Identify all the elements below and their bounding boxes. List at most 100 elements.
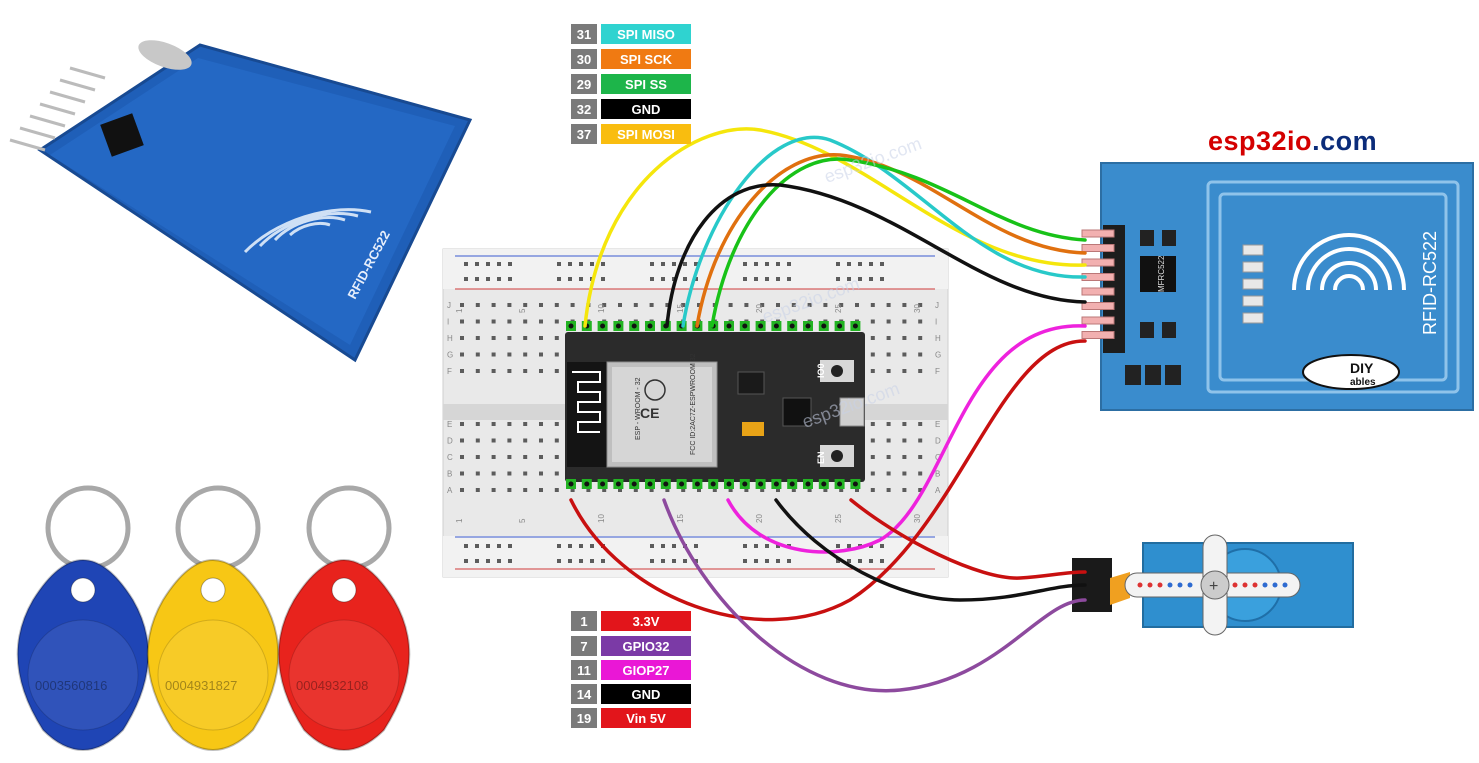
rail-hole	[475, 559, 479, 563]
breadboard-hole	[475, 455, 480, 459]
pin-number: 7	[571, 636, 597, 656]
rail-hole	[672, 559, 676, 563]
rfid-key-fob: 0004931827	[146, 485, 280, 751]
breadboard-hole	[491, 422, 496, 426]
rail-hole	[787, 559, 791, 563]
wire-rfid-3v3	[569, 339, 1087, 622]
wire-servo-vin	[849, 498, 1087, 580]
breadboard-hole	[918, 422, 923, 426]
breadboard-hole	[870, 336, 875, 340]
breadboard-row-letter: J	[935, 301, 939, 310]
rail-hole	[836, 262, 840, 266]
breadboard-hole	[649, 488, 654, 492]
breadboard-column-number: 10	[597, 304, 606, 313]
breadboard-hole	[633, 488, 638, 492]
breadboard-hole	[460, 438, 464, 443]
rail-hole	[694, 262, 698, 266]
breadboard-hole	[870, 488, 875, 492]
breadboard-hole	[475, 369, 480, 373]
breadboard-hole	[618, 488, 622, 492]
pin-label: GPIO32	[601, 636, 691, 656]
rail-hole	[765, 277, 769, 281]
breadboard-hole	[760, 303, 765, 307]
wire-rfid-rst	[726, 324, 1087, 554]
rail-hole	[765, 544, 769, 548]
rail-hole	[836, 544, 840, 548]
breadboard-hole	[475, 319, 480, 324]
rail-hole	[858, 277, 862, 281]
rail-hole	[847, 277, 851, 281]
servo-horn-holes	[1137, 582, 1288, 588]
rail-hole	[579, 559, 583, 563]
breadboard-hole	[870, 438, 875, 443]
esp32-fcc-label: FCC ID:2AC7Z-ESPWROOM 32	[690, 353, 697, 455]
breadboard-hole	[507, 336, 512, 340]
rail-hole	[464, 544, 468, 548]
breadboard-row-letter: E	[935, 420, 940, 429]
rail-hole	[557, 559, 561, 563]
breadboard-hole	[918, 303, 923, 307]
rfid-header-pin	[1081, 273, 1115, 281]
breadboard-hole	[523, 369, 528, 373]
rail-hole	[601, 262, 605, 266]
rail-hole	[754, 262, 758, 266]
rail-hole	[568, 544, 572, 548]
breadboard-hole	[523, 438, 528, 443]
breadboard-hole	[539, 471, 543, 476]
servo-motor: +	[1072, 534, 1354, 636]
breadboard-hole	[507, 488, 512, 492]
breadboard-hole	[539, 488, 543, 492]
pin-label: SPI SS	[601, 74, 691, 94]
wire-rfid-gnd	[665, 183, 1087, 328]
wires	[569, 127, 1087, 693]
rail-hole	[579, 277, 583, 281]
breadboard-hole	[507, 455, 512, 459]
breadboard-hole	[554, 369, 559, 373]
rail-hole	[475, 262, 479, 266]
rail-hole	[694, 277, 698, 281]
pin-label: Vin 5V	[601, 708, 691, 728]
breadboard-hole	[902, 352, 907, 357]
breadboard-hole	[475, 438, 480, 443]
rail-hole	[568, 262, 572, 266]
rail-hole	[776, 544, 780, 548]
breadboard-hole	[902, 438, 907, 443]
rail-hole	[475, 544, 479, 548]
breadboard-hole	[681, 488, 686, 492]
antenna-icon	[572, 371, 601, 433]
rail-hole	[880, 559, 884, 563]
breadboard-hole	[460, 369, 464, 373]
breadboard-hole	[460, 303, 464, 307]
ce-mark-icon: CE	[640, 405, 659, 421]
rail-hole	[601, 559, 605, 563]
breadboard-row-letter: A	[447, 486, 453, 495]
tag-id-text: 0004931827	[165, 678, 237, 693]
breadboard-hole	[902, 336, 907, 340]
logo-top: DIY	[1350, 360, 1374, 376]
rail-hole	[683, 262, 687, 266]
breadboard-hole	[460, 352, 464, 357]
breadboard-hole	[870, 352, 875, 357]
breadboard-row-letter: F	[935, 367, 940, 376]
legend-row: 37 SPI MOSI	[571, 124, 691, 144]
breadboard-hole	[554, 336, 559, 340]
breadboard-hole	[902, 455, 907, 459]
wire-spi-sck	[695, 153, 1087, 328]
breadboard-hole	[491, 455, 496, 459]
rail-hole	[661, 544, 665, 548]
breadboard-hole	[886, 319, 891, 324]
brand-logo: esp32io.com	[1208, 126, 1377, 157]
rail-hole	[497, 262, 501, 266]
pin-label: SPI MOSI	[601, 124, 691, 144]
breadboard-hole	[902, 422, 907, 426]
wire-spi-ss	[710, 157, 1087, 328]
pin-number: 14	[571, 684, 597, 704]
breadboard-hole	[902, 471, 907, 476]
rfid-header-pin	[1081, 244, 1115, 252]
breadboard-row-letter: F	[447, 367, 452, 376]
rail-hole	[836, 559, 840, 563]
breadboard-row-letter: B	[447, 470, 452, 479]
breadboard-row-letter: D	[935, 437, 941, 446]
logo-bottom: ables	[1350, 377, 1376, 388]
rail-hole	[650, 277, 654, 281]
